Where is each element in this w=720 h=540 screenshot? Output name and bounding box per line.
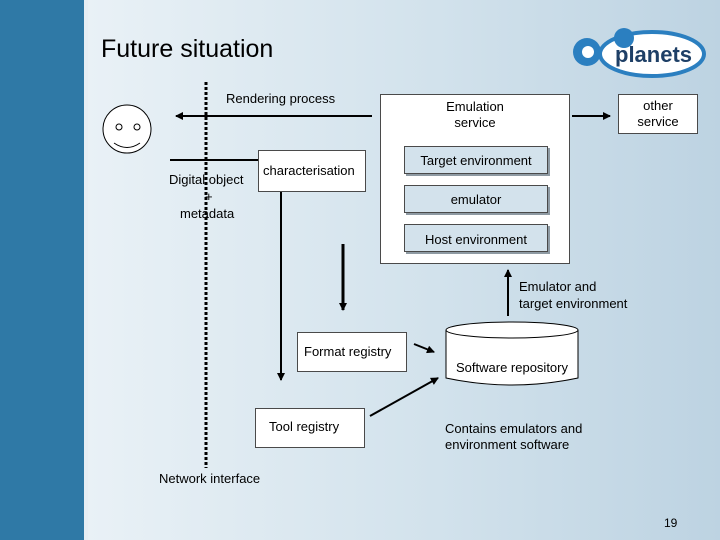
emulation-service-title: Emulation service — [381, 99, 569, 131]
content-background — [88, 0, 720, 540]
emulator-box: emulator — [404, 185, 548, 213]
tool-to-repository-arrow — [369, 377, 439, 417]
emulation-service-line1: Emulation — [446, 99, 504, 114]
decorative-mosaic-sidebar — [0, 0, 88, 540]
other-service-line1: other — [643, 98, 673, 113]
slide-title: Future situation — [101, 35, 274, 63]
rendering-process-label: Rendering process — [226, 91, 336, 106]
software-repository-label: Software repository — [456, 360, 568, 375]
tool-registry-box: Tool registry — [255, 408, 365, 448]
emulation-service-line2: service — [454, 115, 496, 130]
other-service-box: other service — [618, 94, 698, 134]
emulator-target-env-line1: Emulator and — [519, 279, 597, 294]
tool-registry-label: Tool registry — [269, 419, 340, 434]
characterisation-label: characterisation — [263, 163, 355, 178]
network-interface-label: Network interface — [159, 471, 261, 486]
target-environment-box: Target environment — [404, 146, 548, 174]
emulator-label: emulator — [450, 192, 502, 207]
planets-logo-icon — [573, 28, 706, 78]
emulator-target-env-line2: target environment — [519, 296, 628, 311]
format-registry-box: Format registry — [297, 332, 407, 372]
software-repository-cylinder — [445, 321, 579, 386]
format-registry-label: Format registry — [304, 344, 392, 359]
planets-logo-text: planets — [615, 42, 693, 67]
characterisation-box: characterisation — [258, 150, 366, 192]
page-number: 19 — [664, 516, 678, 530]
other-service-line2: service — [637, 114, 679, 129]
target-environment-label: Target environment — [420, 153, 532, 168]
digital-object-plus: + — [205, 189, 213, 204]
other-service-title: other service — [619, 98, 697, 130]
host-environment-box: Host environment — [404, 224, 548, 252]
host-environment-label: Host environment — [425, 232, 527, 247]
decorative-divider — [84, 0, 88, 540]
format-to-repository-arrow — [413, 343, 435, 354]
contains-line2: environment software — [445, 437, 570, 452]
metadata-label: metadata — [180, 206, 235, 221]
digital-object-label: Digital object — [169, 172, 244, 187]
contains-line1: Contains emulators and — [445, 421, 583, 436]
user-face-icon — [102, 104, 152, 154]
